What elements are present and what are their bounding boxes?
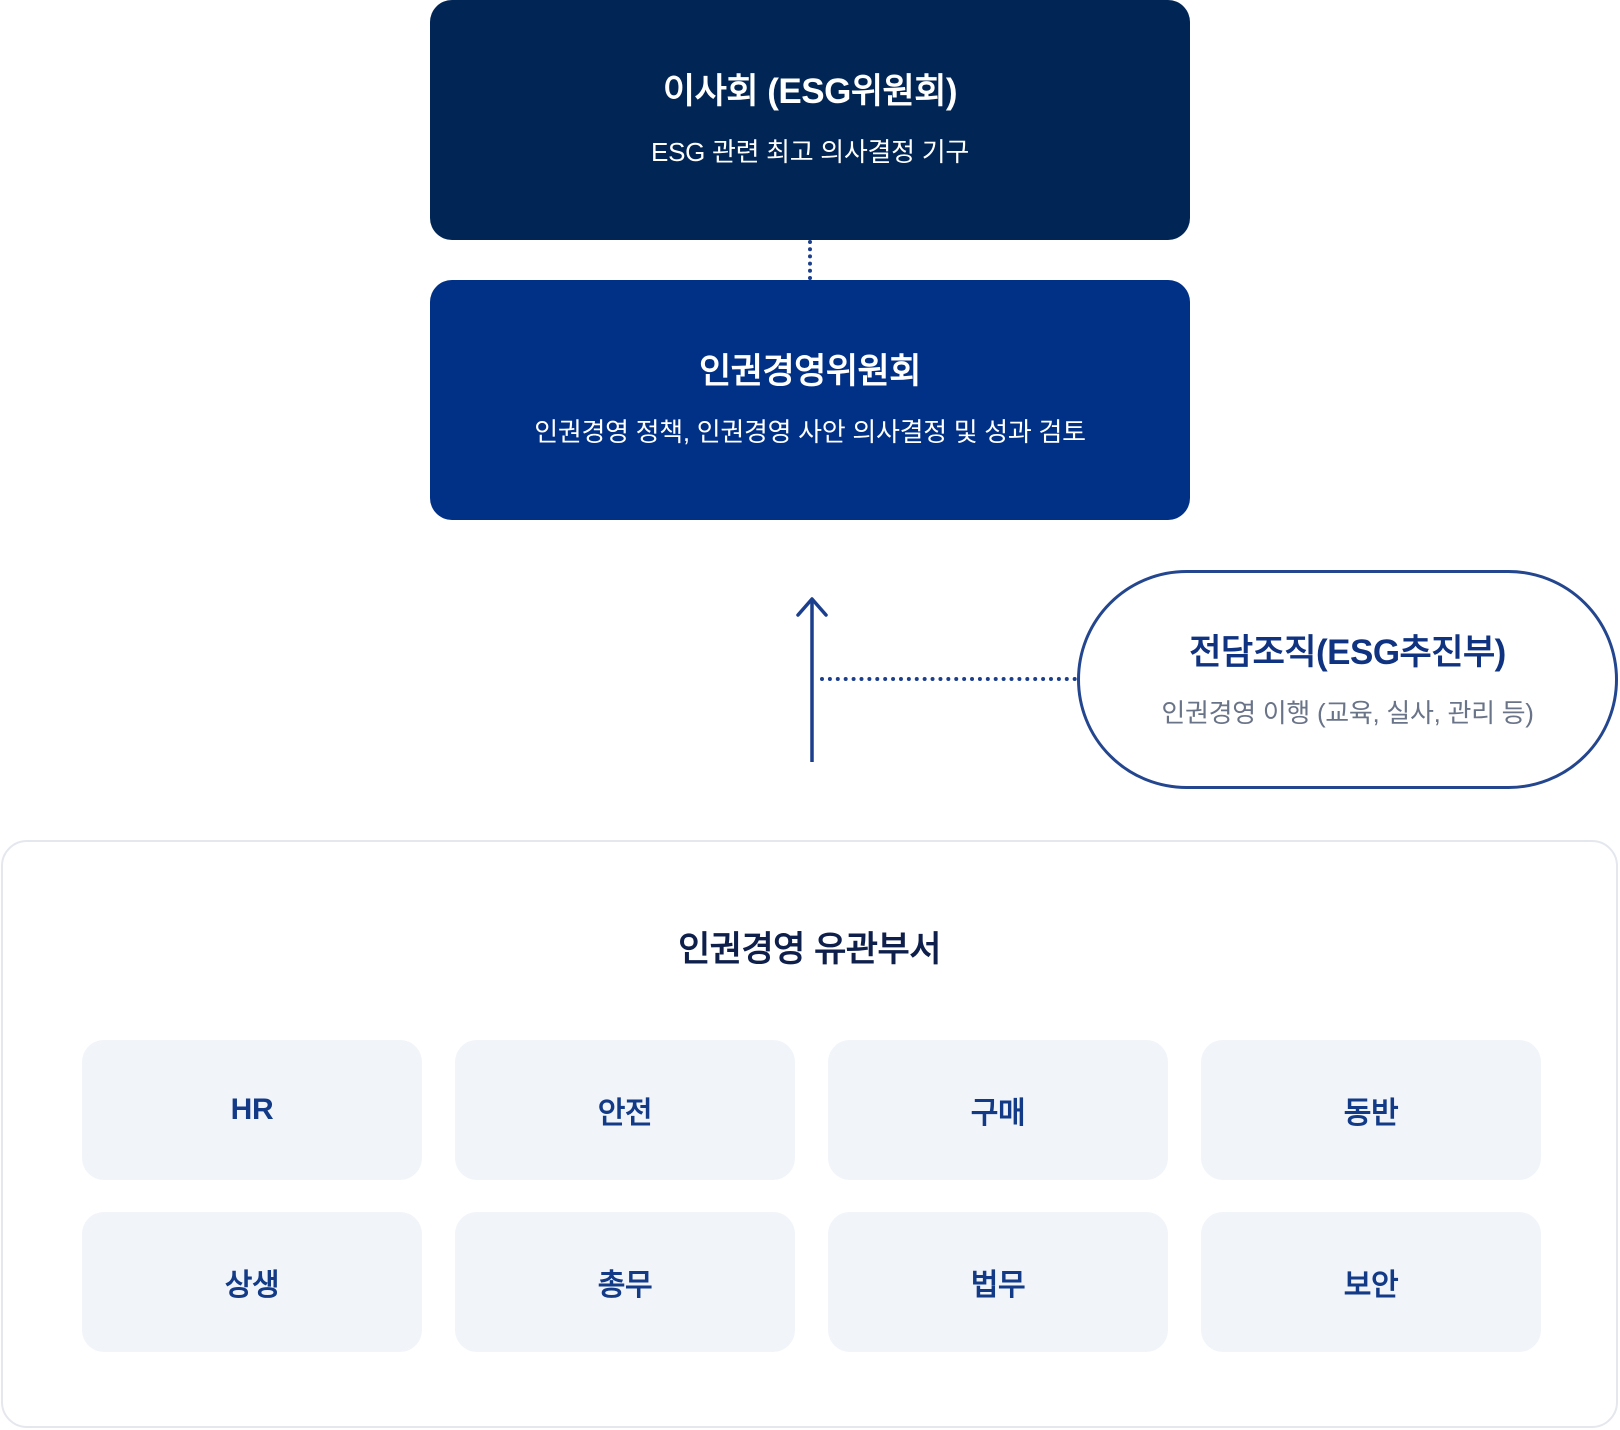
department-card: 총무 [455, 1212, 795, 1352]
departments-title: 인권경영 유관부서 [678, 930, 941, 969]
department-card: 법무 [828, 1212, 1168, 1352]
board-description: ESG 관련 최고 의사결정 기구 [651, 137, 969, 167]
department-card: 안전 [455, 1040, 795, 1180]
dedicated-org-title: 전담조직(ESG추진부) [1189, 633, 1506, 672]
up-arrow-icon [796, 597, 828, 762]
department-card: 상생 [82, 1212, 422, 1352]
committee-description: 인권경영 정책, 인권경영 사안 의사결정 및 성과 검토 [534, 417, 1086, 447]
department-card: 동반 [1201, 1040, 1541, 1180]
committee-title: 인권경영위원회 [699, 352, 921, 391]
dotted-connector-vertical [808, 240, 812, 280]
committee-box: 인권경영위원회 인권경영 정책, 인권경영 사안 의사결정 및 성과 검토 [430, 280, 1190, 520]
dedicated-org-description: 인권경영 이행 (교육, 실사, 관리 등) [1161, 698, 1534, 728]
dotted-connector-horizontal [820, 677, 1077, 681]
department-card: HR [82, 1040, 422, 1180]
board-box: 이사회 (ESG위원회) ESG 관련 최고 의사결정 기구 [430, 0, 1190, 240]
department-card: 보안 [1201, 1212, 1541, 1352]
department-card: 구매 [828, 1040, 1168, 1180]
departments-panel: 인권경영 유관부서 HR 안전 구매 동반 상생 총무 법무 보안 [1, 840, 1618, 1428]
dedicated-org-box: 전담조직(ESG추진부) 인권경영 이행 (교육, 실사, 관리 등) [1077, 570, 1618, 789]
board-title: 이사회 (ESG위원회) [662, 72, 958, 111]
